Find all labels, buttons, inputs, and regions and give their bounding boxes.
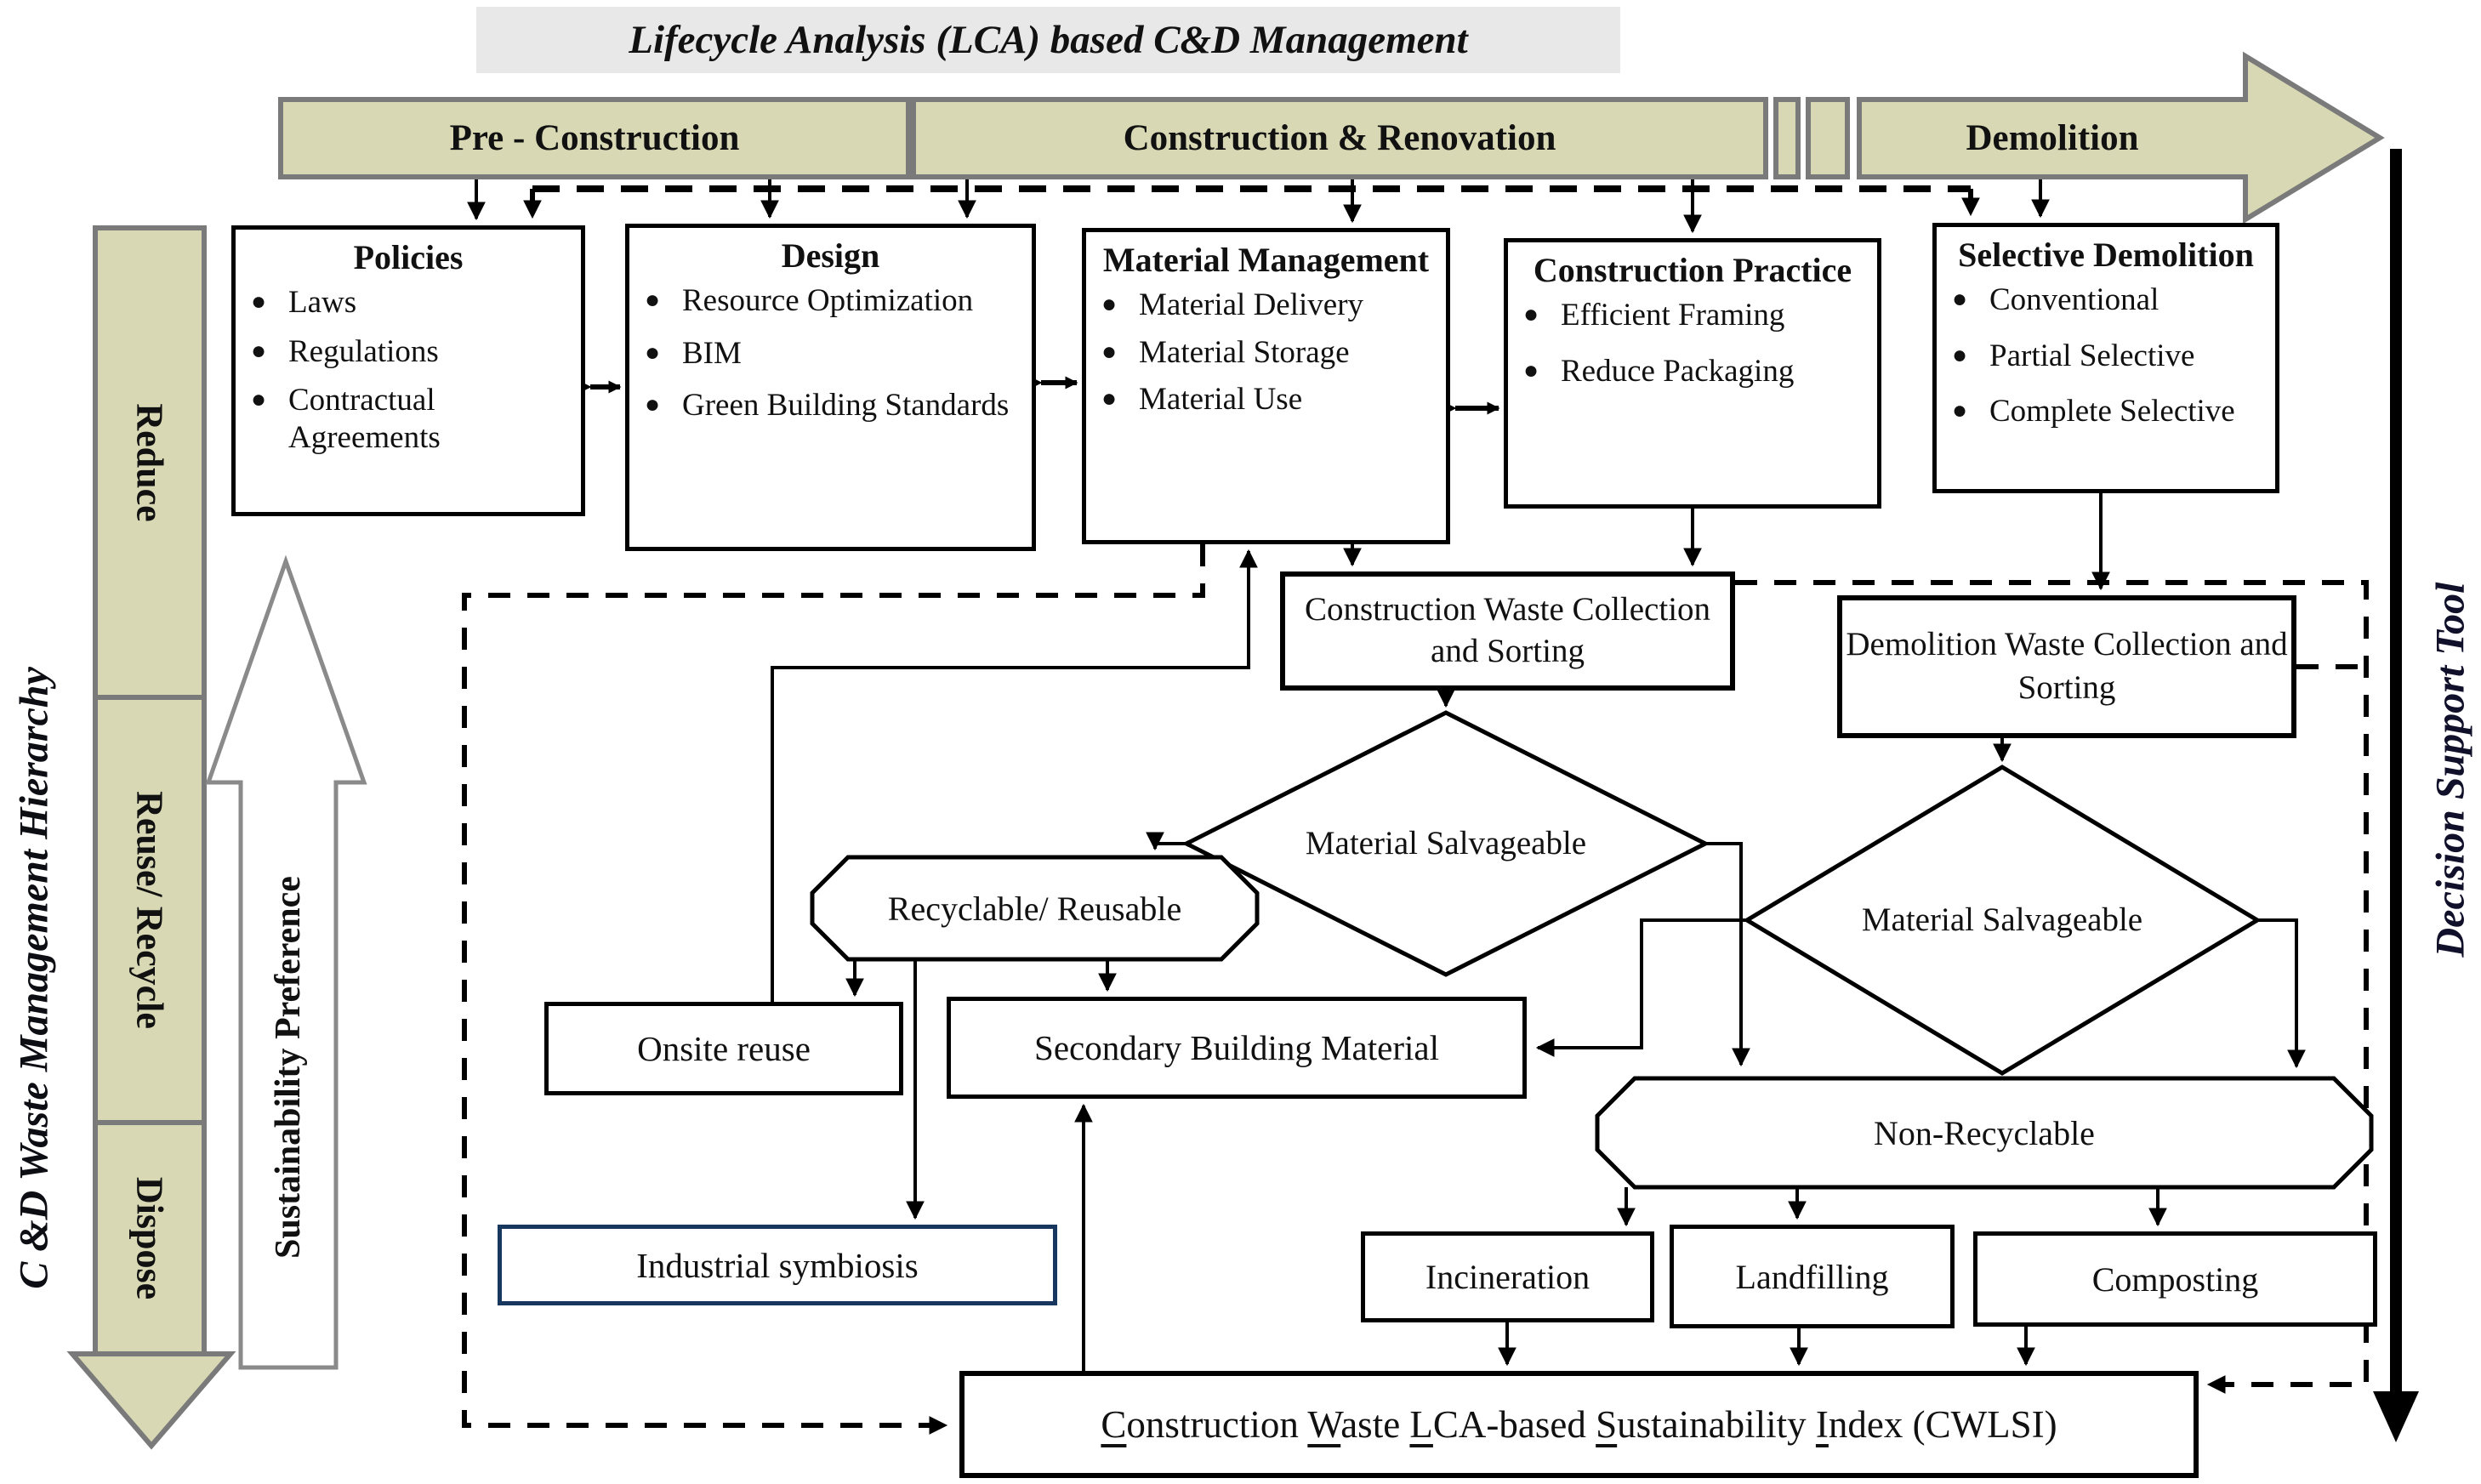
recyclable-reusable-label: Recyclable/ Reusable bbox=[887, 889, 1182, 928]
list-item: ●Material Storage bbox=[1101, 334, 1350, 370]
bullet-icon: ● bbox=[1952, 340, 1968, 369]
composting-box: Composting bbox=[1973, 1231, 2377, 1327]
non-recyclable-label: Non-Recyclable bbox=[1874, 1113, 2095, 1152]
phase-construction-renovation: Construction & Renovation bbox=[1123, 118, 1556, 158]
construction-practice-title: Construction Practice bbox=[1533, 251, 1852, 289]
list-item: ●Regulations bbox=[251, 333, 439, 369]
secondary-building-material-box: Secondary Building Material bbox=[947, 997, 1527, 1099]
decision-support-line bbox=[2373, 149, 2419, 1442]
material-salvageable-construction-diamond bbox=[1181, 710, 1710, 977]
list-item: ●Resource Optimization bbox=[645, 283, 974, 318]
landfilling-box: Landfilling bbox=[1670, 1225, 1955, 1328]
hierarchy-level-dispose: Dispose bbox=[128, 1176, 171, 1300]
list-item: ●Complete Selective bbox=[1952, 394, 2235, 429]
list-item: ●Material Use bbox=[1101, 382, 1303, 418]
dashed-connectors bbox=[462, 185, 2369, 1435]
list-item: ●Material Delivery bbox=[1101, 287, 1364, 322]
material-salvageable-demolition-diamond bbox=[1743, 765, 2262, 1076]
industrial-symbiosis-box: Industrial symbiosis bbox=[498, 1225, 1057, 1305]
policies-title: Policies bbox=[353, 238, 464, 276]
selective-demolition-box: Selective Demolition ●Conventional ●Part… bbox=[1932, 223, 2279, 493]
material-salvageable-construction-label: Material Salvageable bbox=[1305, 825, 1587, 862]
bullet-icon: ● bbox=[251, 385, 267, 414]
demolition-waste-collection-box: Demolition Waste Collection and Sorting bbox=[1837, 595, 2296, 738]
list-item: ●Green Building Standards bbox=[645, 388, 1010, 424]
list-item: ●Efficient Framing bbox=[1523, 298, 1785, 333]
bullet-icon: ● bbox=[1523, 300, 1539, 328]
construction-waste-collection-box: Construction Waste Collection and Sortin… bbox=[1280, 571, 1735, 691]
bullet-icon: ● bbox=[251, 336, 267, 365]
waste-hierarchy-axis-label: C &D Waste Management Hierarchy bbox=[11, 667, 57, 1289]
list-item: ●Conventional bbox=[1952, 282, 2159, 317]
design-title: Design bbox=[781, 236, 880, 275]
material-management-box: Material Management ●Material Delivery ●… bbox=[1082, 228, 1450, 544]
bullet-icon: ● bbox=[251, 287, 267, 316]
sustainability-preference-arrow bbox=[205, 554, 367, 1370]
phase-pre-construction: Pre - Construction bbox=[449, 118, 740, 158]
construction-practice-box: Construction Practice ●Efficient Framing… bbox=[1504, 238, 1881, 509]
bullet-icon: ● bbox=[1952, 396, 1968, 425]
list-item: ●Partial Selective bbox=[1952, 338, 2195, 373]
solid-connectors bbox=[467, 179, 2306, 1371]
waste-hierarchy-arrow bbox=[66, 225, 236, 1450]
phase-banner-arrow bbox=[278, 51, 2385, 225]
material-management-title: Material Management bbox=[1102, 241, 1430, 279]
sustainability-preference-label: Sustainability Preference bbox=[269, 876, 308, 1259]
bullet-icon: ● bbox=[1101, 384, 1118, 413]
decision-support-tool-label: Decision Support Tool bbox=[2427, 582, 2473, 958]
onsite-reuse-box: Onsite reuse bbox=[544, 1002, 903, 1095]
incineration-box: Incineration bbox=[1361, 1231, 1654, 1322]
material-salvageable-demolition-label: Material Salvageable bbox=[1861, 901, 2143, 939]
decision-shapes bbox=[810, 710, 2374, 1190]
list-item: ●Laws bbox=[251, 285, 357, 320]
list-item: ●Contractual Agreements bbox=[251, 383, 441, 455]
recyclable-reusable-hexagon bbox=[810, 855, 1260, 962]
cwlsi-box: Construction Waste LCA-based Sustainabil… bbox=[959, 1371, 2199, 1478]
policies-box: Policies ●Laws ●Regulations ●Contractual… bbox=[231, 225, 585, 516]
hierarchy-level-reduce: Reduce bbox=[128, 403, 171, 522]
bullet-icon: ● bbox=[1101, 337, 1118, 366]
bullet-icon: ● bbox=[1952, 285, 1968, 313]
list-item: ●BIM bbox=[645, 335, 742, 371]
selective-demolition-title: Selective Demolition bbox=[1958, 236, 2254, 274]
non-recyclable-hexagon bbox=[1595, 1076, 2374, 1190]
bullet-icon: ● bbox=[645, 286, 661, 314]
bullet-icon: ● bbox=[645, 390, 661, 419]
bullet-icon: ● bbox=[645, 338, 661, 367]
design-box: Design ●Resource Optimization ●BIM ●Gree… bbox=[625, 224, 1036, 551]
cwlsi-label: Construction Waste LCA-based Sustainabil… bbox=[1101, 1403, 2057, 1446]
phase-demolition: Demolition bbox=[1966, 118, 2139, 158]
list-item: ●Reduce Packaging bbox=[1523, 353, 1795, 389]
page-title: Lifecycle Analysis (LCA) based C&D Manag… bbox=[476, 7, 1620, 73]
hierarchy-level-reuse-recycle: Reuse/ Recycle bbox=[128, 791, 171, 1029]
bullet-icon: ● bbox=[1101, 290, 1118, 318]
bullet-icon: ● bbox=[1523, 355, 1539, 384]
